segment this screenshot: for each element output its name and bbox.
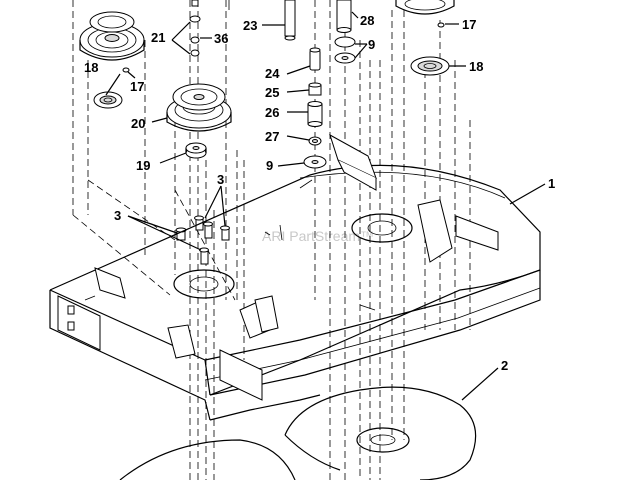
pulley-middle-left [166, 83, 232, 132]
small-hardware-column [189, 0, 230, 57]
mower-deck [49, 133, 541, 421]
spacer-19 [185, 142, 207, 159]
callout-18-left: 18 [84, 60, 98, 75]
callout-28: 28 [360, 13, 374, 28]
callout-1: 1 [548, 176, 555, 191]
callout-25: 25 [265, 85, 279, 100]
pulley-upper-right [395, 0, 455, 15]
callout-9-lower: 9 [266, 158, 273, 173]
callout-23: 23 [243, 18, 257, 33]
washer-17-right [437, 22, 445, 28]
callout-18-right: 18 [469, 59, 483, 74]
callout-numbers: 1 2 3 3 9 9 17 17 18 18 19 20 21 23 24 2… [84, 13, 555, 373]
callout-17-left: 17 [130, 79, 144, 94]
pulley-upper-left [79, 11, 145, 61]
watermark: ARI PartStream™ [262, 228, 374, 244]
bearing-upper-left [93, 91, 123, 109]
callout-36: 36 [214, 31, 228, 46]
callout-27: 27 [265, 129, 279, 144]
carriage-bolts [175, 215, 230, 265]
lower-baffle [119, 386, 477, 480]
callout-21: 21 [151, 30, 165, 45]
callout-9-upper: 9 [368, 37, 375, 52]
callout-3-upper: 3 [217, 172, 224, 187]
leader-lines [105, 11, 546, 401]
callout-19: 19 [136, 158, 150, 173]
callout-17-right: 17 [462, 17, 476, 32]
alignment-lines [72, 0, 471, 480]
bearing-upper-right [410, 56, 450, 76]
callout-26: 26 [265, 105, 279, 120]
callout-3-left: 3 [114, 208, 121, 223]
callout-24: 24 [265, 66, 280, 81]
spindle-28 [334, 0, 356, 64]
callout-2: 2 [501, 358, 508, 373]
callout-20: 20 [131, 116, 145, 131]
spindle-stack [303, 47, 327, 169]
bolt-23 [284, 0, 296, 41]
washer-17-left [122, 67, 130, 73]
